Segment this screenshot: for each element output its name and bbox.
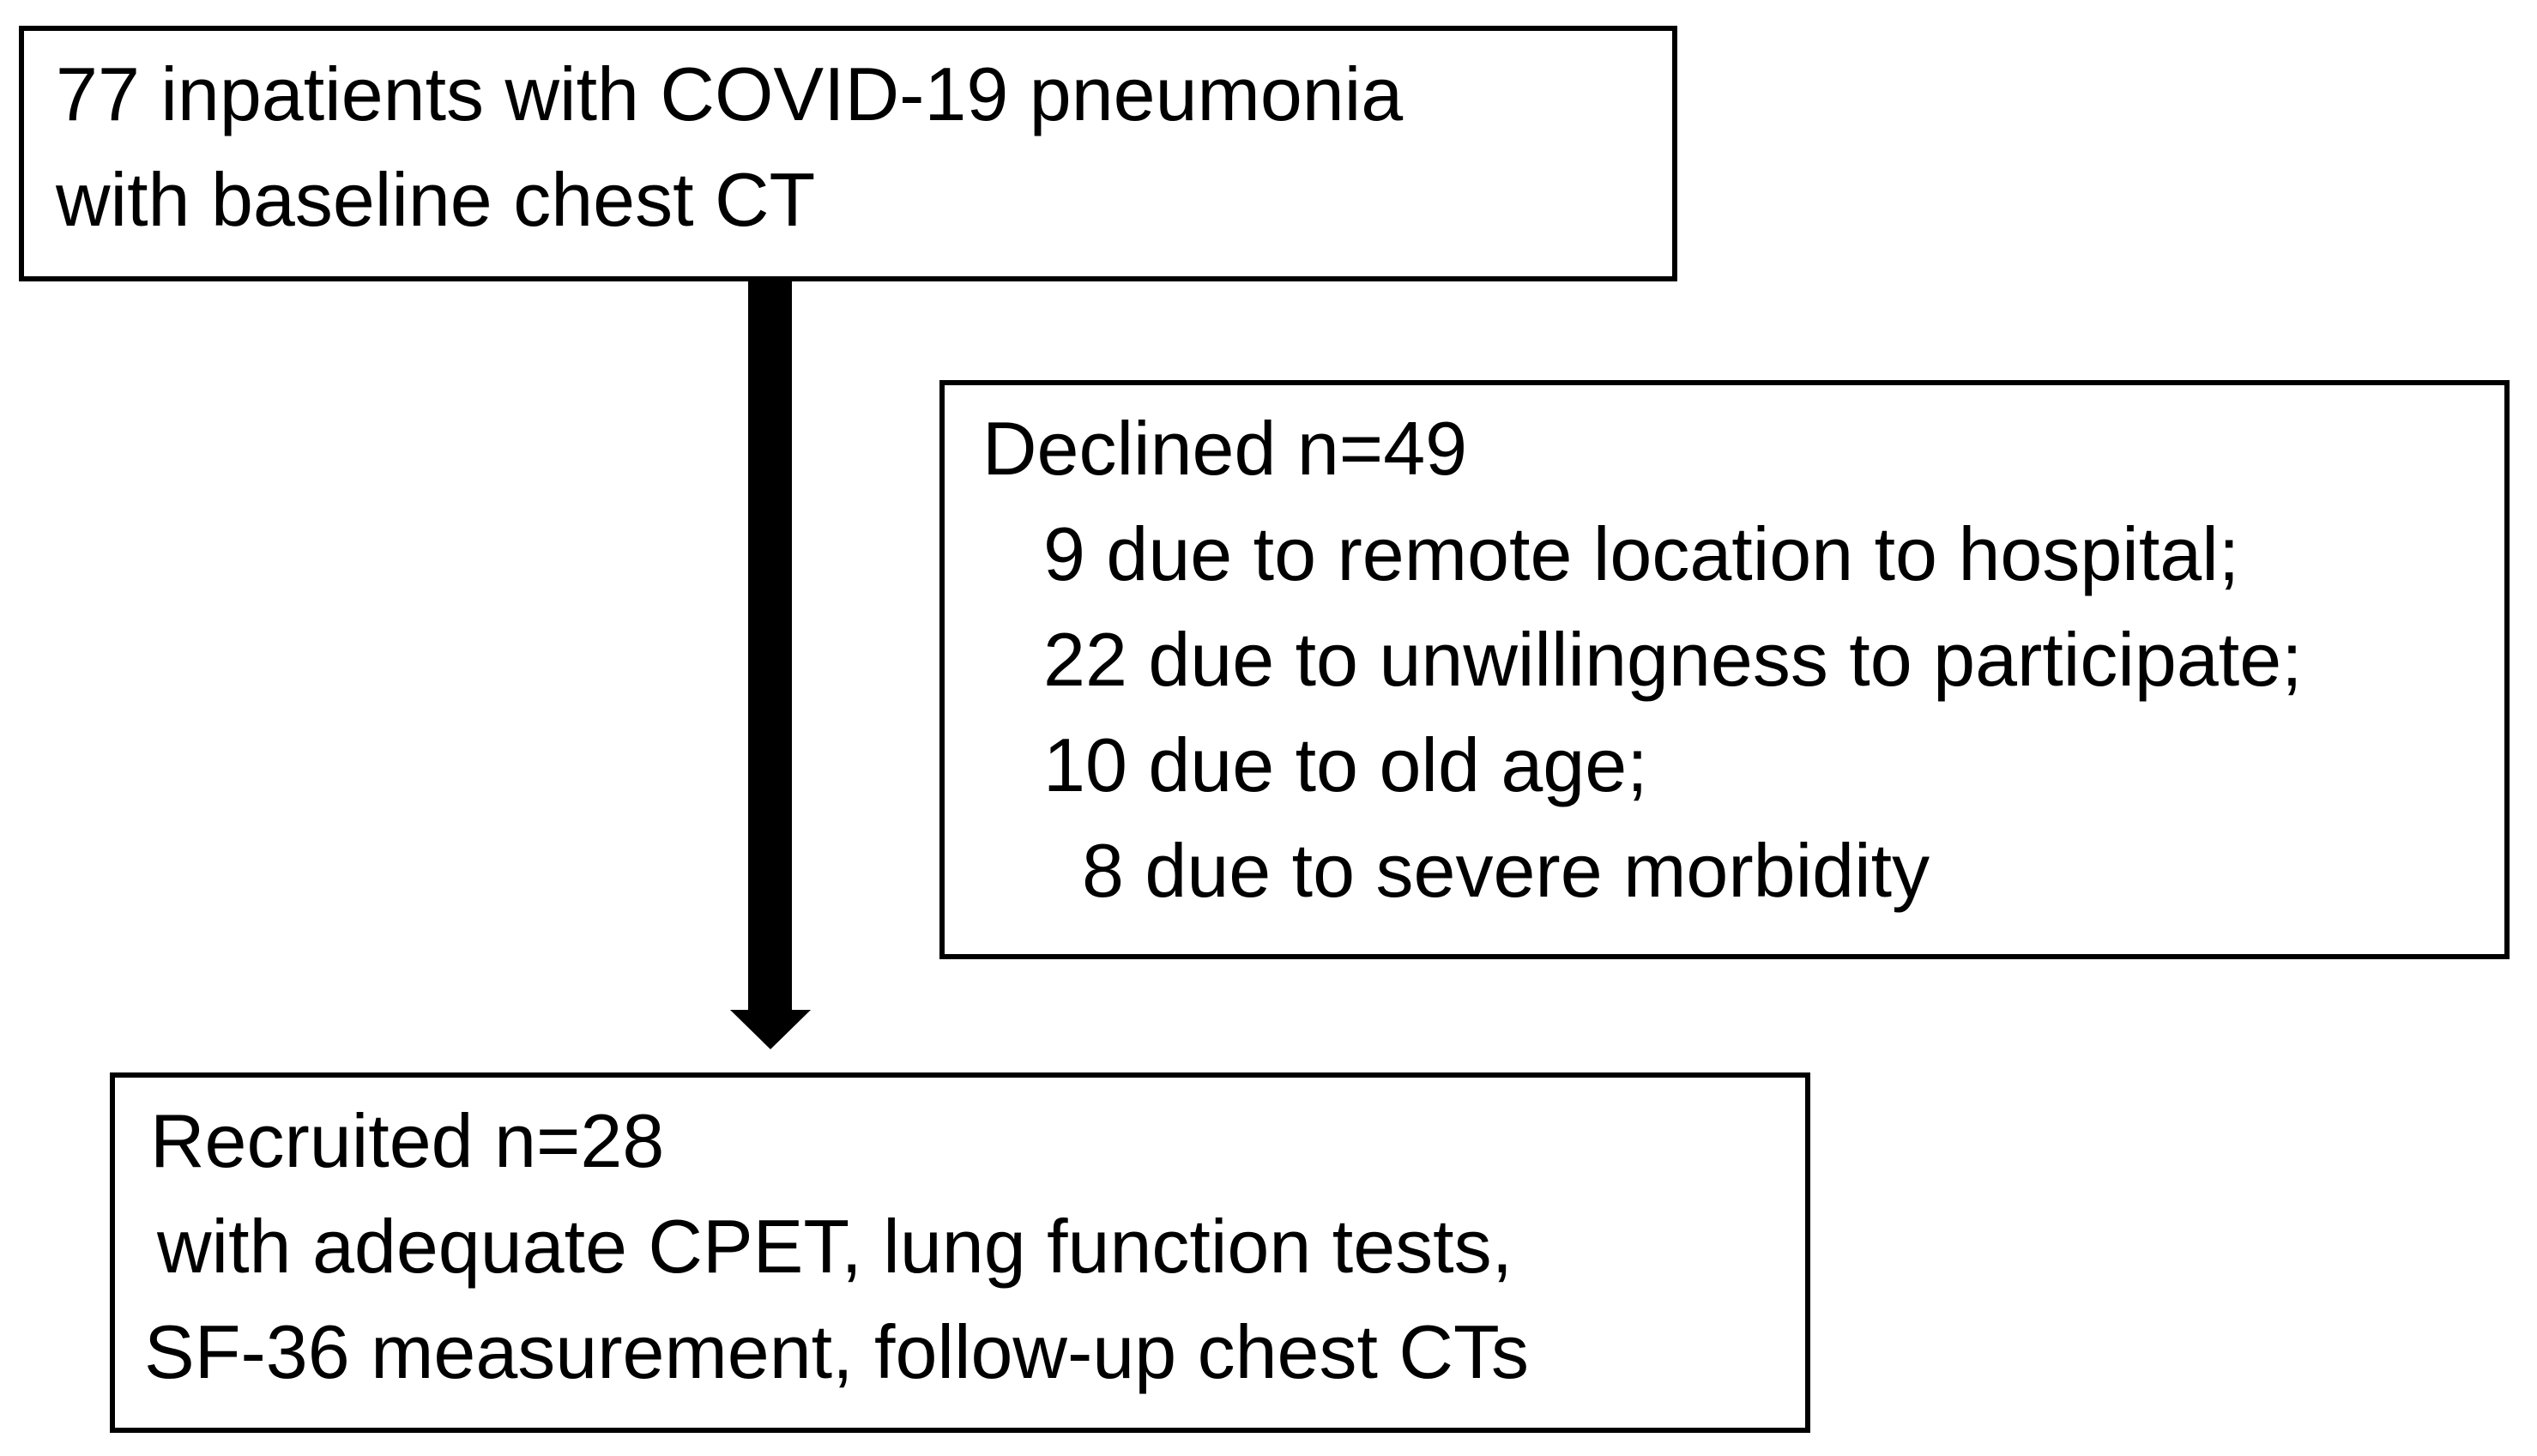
down-arrow-shaft bbox=[748, 280, 792, 1010]
declined-box-line: 9 due to remote location to hospital; bbox=[1043, 511, 2240, 596]
declined-box-text: Declined n=49 9 due to remote location t… bbox=[945, 385, 2504, 923]
recruited-box-line: with adequate CPET, lung function tests, bbox=[157, 1204, 1513, 1289]
declined-box-line: Declined n=49 bbox=[982, 406, 1468, 491]
recruited-box-text: Recruited n=28 with adequate CPET, lung … bbox=[115, 1078, 1805, 1405]
declined-box: Declined n=49 9 due to remote location t… bbox=[939, 380, 2510, 959]
recruited-box-line: Recruited n=28 bbox=[150, 1098, 665, 1183]
declined-box-line: 8 due to severe morbidity bbox=[1082, 828, 1930, 913]
source-box-text: 77 inpatients with COVID-19 pneumonia wi… bbox=[24, 31, 1672, 252]
recruited-box-line: SF-36 measurement, follow-up chest CTs bbox=[144, 1309, 1529, 1394]
source-box-line: 77 inpatients with COVID-19 pneumonia bbox=[56, 51, 1404, 136]
down-arrow-icon bbox=[730, 1010, 811, 1049]
source-box-line: with baseline chest CT bbox=[56, 157, 816, 242]
recruited-box: Recruited n=28 with adequate CPET, lung … bbox=[110, 1072, 1810, 1433]
declined-box-line: 10 due to old age; bbox=[1043, 722, 1648, 807]
source-box: 77 inpatients with COVID-19 pneumonia wi… bbox=[19, 26, 1677, 281]
declined-box-line: 22 due to unwillingness to participate; bbox=[1043, 617, 2303, 702]
